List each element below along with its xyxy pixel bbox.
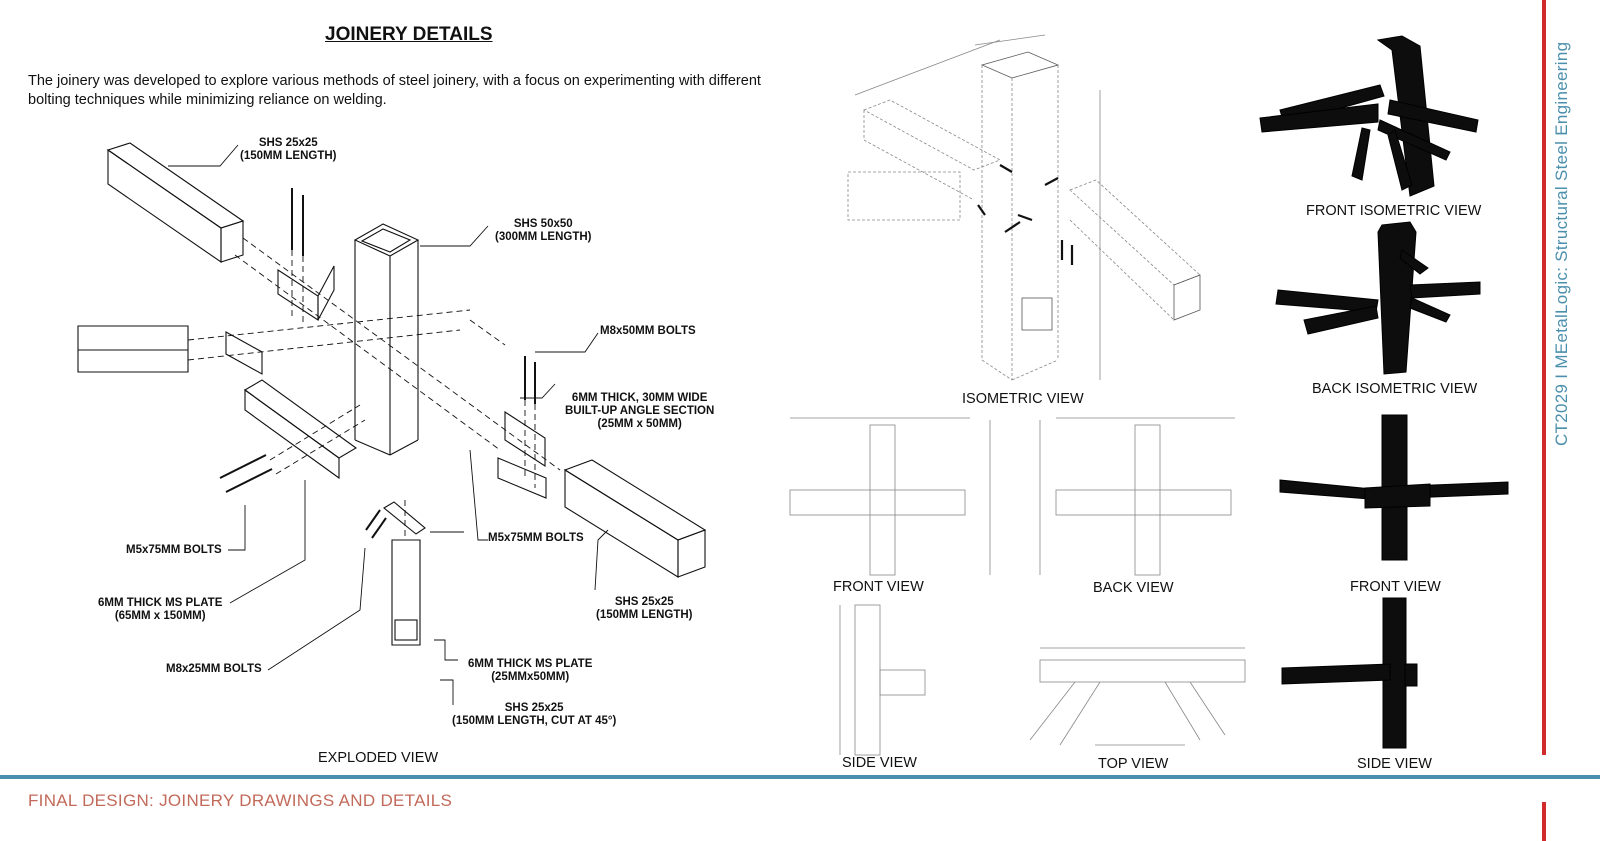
label-render-side-view: SIDE VIEW xyxy=(1357,756,1432,772)
shs25-cut xyxy=(391,539,421,646)
label-m8x25-bolts: M8x25MM BOLTS xyxy=(166,663,262,675)
page-title: JOINERY DETAILS xyxy=(325,24,493,45)
shs25-left xyxy=(77,325,189,373)
side-title: CT2029 I MEetalLogic: Structural Steel E… xyxy=(1552,41,1571,446)
label-side-view: SIDE VIEW xyxy=(842,755,917,771)
render-front-isometric xyxy=(1259,35,1479,197)
label-back-isometric-view: BACK ISOMETRIC VIEW xyxy=(1312,381,1478,397)
angle-bracket-right xyxy=(504,410,546,468)
exploded-view-drawing xyxy=(77,142,707,705)
label-shs25-cut: SHS 25x25(150MM LENGTH, CUT AT 45°) xyxy=(452,702,617,727)
side-accent-bar-bottom xyxy=(1542,802,1546,841)
label-exploded-view: EXPLODED VIEW xyxy=(318,750,439,766)
label-m5x75-bolts-left: M5x75MM BOLTS xyxy=(126,544,222,556)
label-shs50: SHS 50x50(300MM LENGTH) xyxy=(495,218,592,243)
label-isometric-view: ISOMETRIC VIEW xyxy=(962,391,1084,407)
label-ms-plate-25: 6MM THICK MS PLATE(25MMx50MM) xyxy=(468,658,593,683)
label-m5x75-bolts-right: M5x75MM BOLTS xyxy=(488,532,584,544)
angle-bracket-left xyxy=(225,331,263,375)
side-accent-bar xyxy=(1542,0,1546,755)
label-top-view: TOP VIEW xyxy=(1098,756,1169,772)
label-ms-plate-65: 6MM THICK MS PLATE(65MM x 150MM) xyxy=(98,597,223,622)
label-front-view: FRONT VIEW xyxy=(833,579,924,595)
render-back-isometric xyxy=(1275,221,1481,375)
footer-divider xyxy=(0,775,1600,779)
label-m8x50-bolts: M8x50MM BOLTS xyxy=(600,325,696,337)
label-back-view: BACK VIEW xyxy=(1093,580,1174,596)
footer-title: FINAL DESIGN: JOINERY DRAWINGS AND DETAI… xyxy=(28,791,453,810)
label-front-isometric-view: FRONT ISOMETRIC VIEW xyxy=(1306,203,1482,219)
render-front xyxy=(1279,414,1509,561)
label-shs25-top: SHS 25x25(150MM LENGTH) xyxy=(240,137,337,162)
label-render-front-view: FRONT VIEW xyxy=(1350,579,1441,595)
back-view-drawing xyxy=(1039,417,1235,576)
label-shs25-right: SHS 25x25(150MM LENGTH) xyxy=(596,596,693,621)
intro-paragraph: The joinery was developed to explore var… xyxy=(28,73,761,108)
top-view-drawing xyxy=(1029,647,1246,746)
side-view-drawing xyxy=(839,604,926,756)
front-view-drawing xyxy=(789,417,991,576)
render-side xyxy=(1281,597,1418,749)
